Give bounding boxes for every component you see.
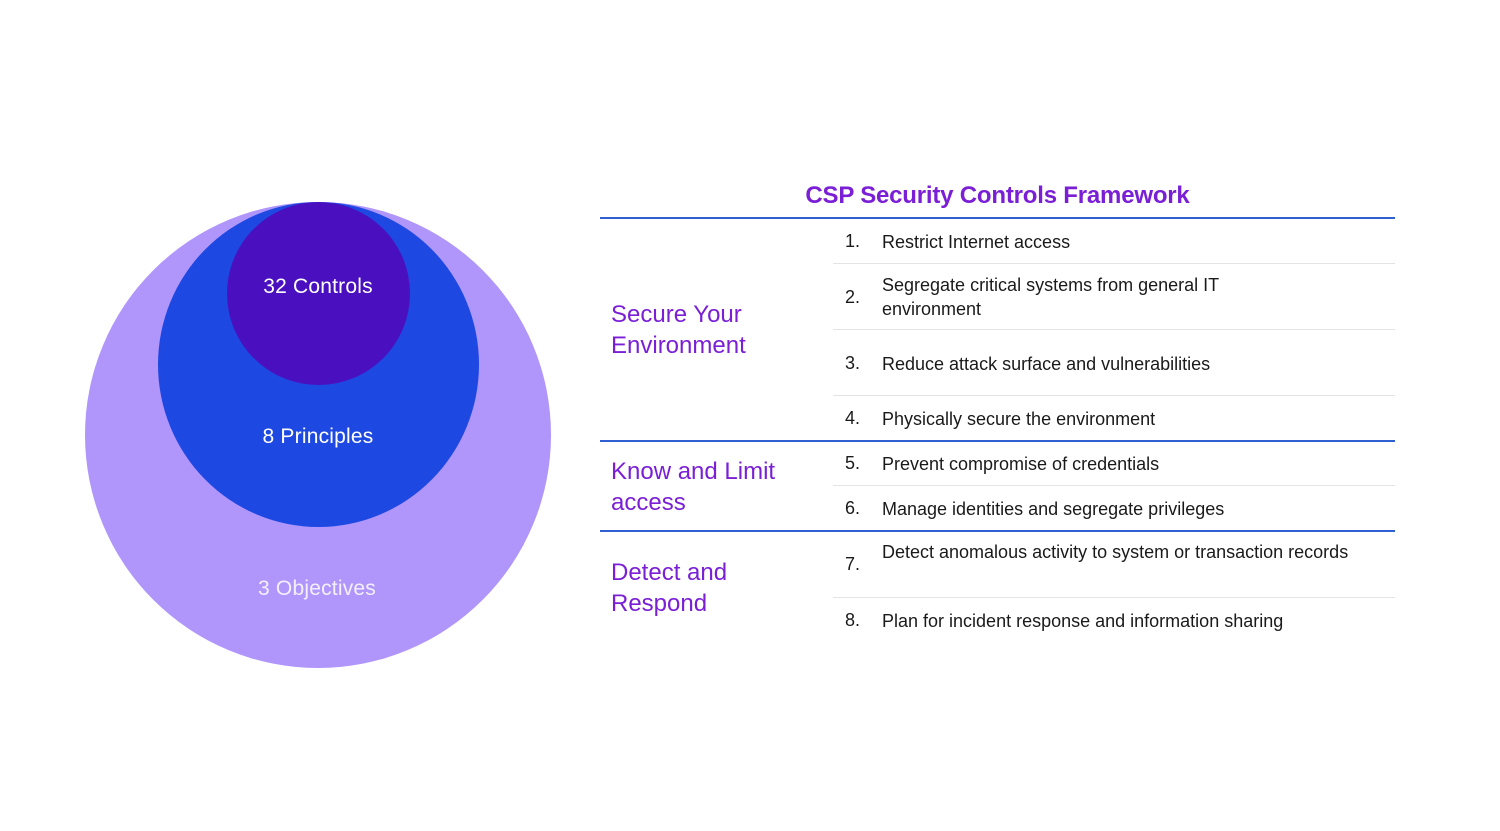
principle-text: Prevent compromise of credentials bbox=[882, 454, 1160, 474]
principle-text: Manage identities and segregate privileg… bbox=[882, 499, 1225, 519]
objective-label: Detect and Respond bbox=[611, 559, 728, 617]
objective-label: Secure Your Environment bbox=[611, 301, 746, 359]
principle-number: 3. bbox=[845, 353, 861, 373]
principle-number: 6. bbox=[845, 498, 861, 518]
row-divider bbox=[833, 597, 1395, 598]
section-divider bbox=[600, 440, 1395, 442]
principle-text: Segregate critical systems from general … bbox=[882, 275, 1219, 319]
principle-number: 7. bbox=[845, 554, 861, 574]
principle-text: Reduce attack surface and vulnerabilitie… bbox=[882, 354, 1211, 374]
controls-circle-label: 32 Controls bbox=[263, 275, 373, 298]
principle-number: 5. bbox=[845, 453, 861, 473]
objective-label: Know and Limit access bbox=[611, 458, 776, 516]
principle-text: Physically secure the environment bbox=[882, 409, 1156, 429]
principle-number: 1. bbox=[845, 231, 861, 251]
objectives-circle-label: 3 Objectives bbox=[258, 577, 376, 600]
principles-circle-label: 8 Principles bbox=[262, 425, 374, 448]
principle-number: 4. bbox=[845, 408, 861, 428]
row-divider bbox=[833, 485, 1395, 486]
principle-number: 8. bbox=[845, 610, 861, 630]
principle-text: Plan for incident response and informati… bbox=[882, 611, 1284, 631]
section-divider bbox=[600, 530, 1395, 532]
principle-number: 2. bbox=[845, 287, 861, 307]
framework-title: CSP Security Controls Framework bbox=[805, 182, 1190, 209]
principle-text: Detect anomalous activity to system or t… bbox=[882, 542, 1349, 562]
principle-text: Restrict Internet access bbox=[882, 232, 1071, 252]
controls-circle bbox=[227, 202, 410, 385]
row-divider bbox=[833, 329, 1395, 330]
row-divider bbox=[833, 395, 1395, 396]
header-divider bbox=[600, 217, 1395, 219]
row-divider bbox=[833, 263, 1395, 264]
